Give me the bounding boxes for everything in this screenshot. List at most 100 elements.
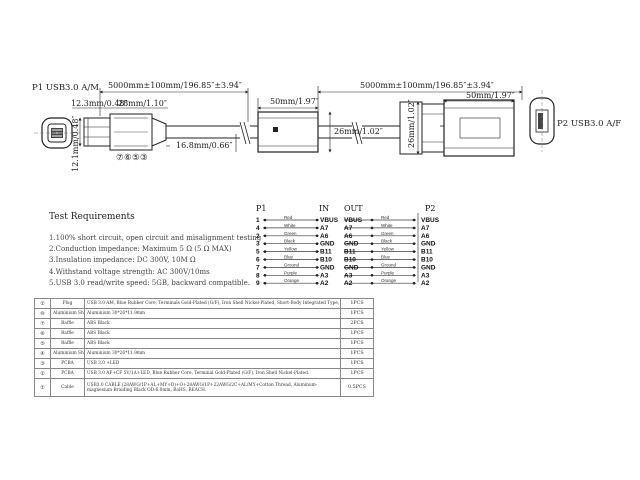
bom-part-name: Baffle bbox=[50, 338, 85, 349]
p2-signal: GND bbox=[421, 241, 436, 248]
in-signal: VBUS bbox=[320, 217, 339, 224]
p1-label: P1 USB3.0 A/M bbox=[32, 83, 99, 93]
p1-pin-number: 6 bbox=[256, 257, 260, 264]
wire-node bbox=[370, 274, 374, 277]
wire-node bbox=[412, 258, 416, 261]
p2-end-view bbox=[529, 90, 555, 152]
bom-description: Aluminium 30*26*11.9mm bbox=[84, 348, 341, 359]
wire-color-label-out: Ground bbox=[381, 262, 397, 267]
p2-signal: VBUS bbox=[421, 217, 440, 224]
bom-quantity: 0.5PCS bbox=[340, 378, 374, 397]
wire-node bbox=[263, 226, 267, 230]
p1-pin-number: 3 bbox=[256, 241, 260, 248]
p1-pin-number: 4 bbox=[256, 225, 260, 232]
bom-part-name: Cable bbox=[50, 378, 85, 397]
p1-end-view bbox=[34, 117, 80, 149]
bom-part-name: PCBA bbox=[50, 358, 85, 369]
bom-part-name: Aluminium Shell bbox=[50, 348, 85, 359]
left-cable-length-dimension: 5000mm±100mm/196.85″±3.94″ bbox=[108, 81, 242, 90]
out-signal: GND bbox=[344, 241, 359, 248]
bom-quantity: 1PCS bbox=[340, 308, 374, 319]
wire-node bbox=[370, 234, 374, 238]
bom-item-number: ⑤ bbox=[34, 338, 51, 349]
wire-node bbox=[412, 242, 416, 245]
p2-signal: A6 bbox=[421, 233, 430, 240]
bom-item-number: ② bbox=[34, 368, 51, 379]
right-aluminium-shell bbox=[399, 99, 515, 157]
wire-node bbox=[315, 266, 319, 269]
bom-description: USB 3.0 AF+CF 5V/1A+LED, Blue Rubber Cor… bbox=[84, 368, 341, 379]
wire-node bbox=[315, 258, 319, 261]
wire-node bbox=[263, 274, 267, 277]
p2-signal: GND bbox=[421, 264, 436, 271]
bom-quantity: 1PCS bbox=[340, 328, 374, 339]
wire-color-label-out: Blue bbox=[381, 255, 391, 260]
wire-color-label-out: White bbox=[381, 223, 393, 228]
requirement-item: 2.Conduction impedance: Maximum 5 Ω (5 Ω… bbox=[49, 245, 232, 254]
bom-description: USB 3.0 +LED bbox=[84, 358, 341, 369]
bom-item-number: ④ bbox=[34, 348, 51, 359]
out-signal: B11 bbox=[344, 249, 356, 256]
p2-label: P2 USB3.0 A/F bbox=[557, 119, 621, 129]
plug-length-dimension: 12.3mm/0.48″ bbox=[71, 99, 127, 108]
wire-node bbox=[370, 218, 374, 222]
p1-pin-number: 1 bbox=[256, 217, 260, 224]
in-signal: GND bbox=[320, 241, 335, 248]
p2-signal: B11 bbox=[421, 249, 433, 256]
wiring-p1-header: P1 bbox=[256, 204, 266, 213]
bom-part-name: Baffle bbox=[50, 328, 85, 339]
wire-color-label: White bbox=[284, 223, 296, 228]
out-signal: GND bbox=[344, 264, 359, 271]
bom-quantity: 1PCS bbox=[340, 298, 374, 309]
wire-node bbox=[412, 266, 416, 269]
wire-node bbox=[370, 250, 374, 253]
part-balloons: ⑦ ⑥ ⑤ ③ bbox=[116, 153, 148, 163]
bom-quantity: 1PCS bbox=[340, 348, 374, 359]
bom-quantity: 2PCS bbox=[340, 318, 374, 329]
bom-item-number: ③ bbox=[34, 358, 51, 369]
plug-side-view bbox=[83, 113, 251, 151]
test-requirements: Test Requirements 1.100% short circuit, … bbox=[49, 212, 289, 289]
out-signal: A3 bbox=[344, 272, 353, 279]
bom-part-name: PCBA bbox=[50, 368, 85, 379]
right-box-length-dimension: 50mm/1.97″ bbox=[466, 91, 515, 100]
bom-item-number: ⑥ bbox=[34, 328, 51, 339]
wire-color-label-out: Orange bbox=[381, 278, 397, 283]
wire-node bbox=[412, 218, 416, 222]
wiring-out-header: OUT bbox=[344, 204, 363, 213]
wire-node bbox=[412, 274, 416, 277]
wire-node bbox=[315, 218, 319, 222]
left-box-height-dimension: 26mm/1.02″ bbox=[334, 127, 383, 136]
bom-description: USB3.0 CABLE (28AWG/1P+AL+MY+D)+O+28AWG/… bbox=[84, 378, 341, 397]
requirement-item: 3.Insulation impedance: DC 300V, 10M Ω bbox=[49, 256, 196, 265]
in-signal: B11 bbox=[320, 249, 332, 256]
left-box-length-dimension: 50mm/1.97″ bbox=[270, 97, 319, 106]
out-signal: B10 bbox=[344, 257, 356, 264]
wire-node bbox=[315, 234, 319, 238]
bom-part-name: Plug bbox=[50, 298, 85, 309]
wiring-in-header: IN bbox=[319, 204, 329, 213]
wire-node bbox=[370, 266, 374, 269]
wire-node bbox=[263, 281, 267, 285]
in-signal: A2 bbox=[320, 280, 329, 287]
bom-description: ABS Black bbox=[84, 318, 341, 329]
right-cable-length-dimension: 5000mm±100mm/196.85″±3.94″ bbox=[360, 81, 494, 90]
wire-node bbox=[370, 281, 374, 285]
p1-pin-number: 2 bbox=[256, 233, 260, 240]
plug-height-dimension: 12.1mm/0.48″ bbox=[71, 116, 80, 172]
wire-color-label: Purple bbox=[284, 270, 298, 275]
wire-color-label: Yellow bbox=[284, 247, 298, 252]
requirement-item: 5.USB 3.0 read/write speed: 5GB, backwar… bbox=[49, 278, 251, 287]
